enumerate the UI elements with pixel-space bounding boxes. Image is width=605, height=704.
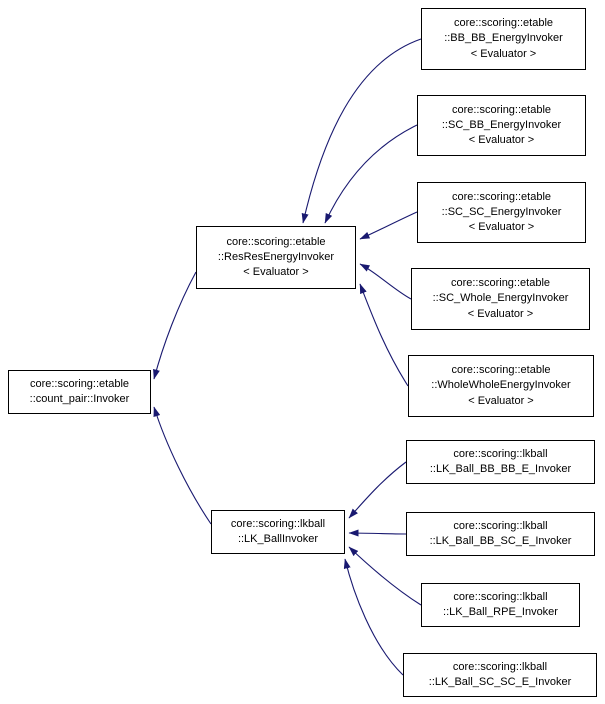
- edge-res-res-to-count-pair: [153, 271, 197, 380]
- edge-whole-whole-to-res-res: [359, 283, 409, 387]
- edge-lk-bb-bb-to-lk-ball: [348, 461, 407, 519]
- edge-bb-bb-to-res-res: [301, 38, 422, 224]
- node-lk-ball-bb-sc-e-invoker[interactable]: core::scoring::lkball ::LK_Ball_BB_SC_E_…: [406, 512, 595, 556]
- node-whole-whole-energy-invoker[interactable]: core::scoring::etable ::WholeWholeEnergy…: [408, 355, 594, 417]
- node-bb-bb-energy-invoker[interactable]: core::scoring::etable ::BB_BB_EnergyInvo…: [421, 8, 586, 70]
- edge-sc-bb-to-res-res: [324, 124, 418, 224]
- edge-sc-sc-to-res-res: [359, 211, 418, 240]
- edge-sc-whole-to-res-res: [359, 263, 412, 300]
- node-sc-whole-energy-invoker[interactable]: core::scoring::etable ::SC_Whole_EnergyI…: [411, 268, 590, 330]
- node-lk-ball-sc-sc-e-invoker[interactable]: core::scoring::lkball ::LK_Ball_SC_SC_E_…: [403, 653, 597, 697]
- edge-lk-ball-to-count-pair: [153, 406, 212, 525]
- edge-lk-rpe-to-lk-ball: [348, 546, 422, 606]
- edge-lk-sc-sc-to-lk-ball: [343, 558, 404, 676]
- node-lk-ball-bb-bb-e-invoker[interactable]: core::scoring::lkball ::LK_Ball_BB_BB_E_…: [406, 440, 595, 484]
- node-sc-sc-energy-invoker[interactable]: core::scoring::etable ::SC_SC_EnergyInvo…: [417, 182, 586, 243]
- node-lk-ball-invoker[interactable]: core::scoring::lkball ::LK_BallInvoker: [211, 510, 345, 554]
- node-lk-ball-rpe-invoker[interactable]: core::scoring::lkball ::LK_Ball_RPE_Invo…: [421, 583, 580, 627]
- node-res-res-energy-invoker[interactable]: core::scoring::etable ::ResResEnergyInvo…: [196, 226, 356, 289]
- edge-lk-bb-sc-to-lk-ball: [348, 529, 407, 537]
- node-sc-bb-energy-invoker[interactable]: core::scoring::etable ::SC_BB_EnergyInvo…: [417, 95, 586, 156]
- node-count-pair-invoker[interactable]: core::scoring::etable ::count_pair::Invo…: [8, 370, 151, 414]
